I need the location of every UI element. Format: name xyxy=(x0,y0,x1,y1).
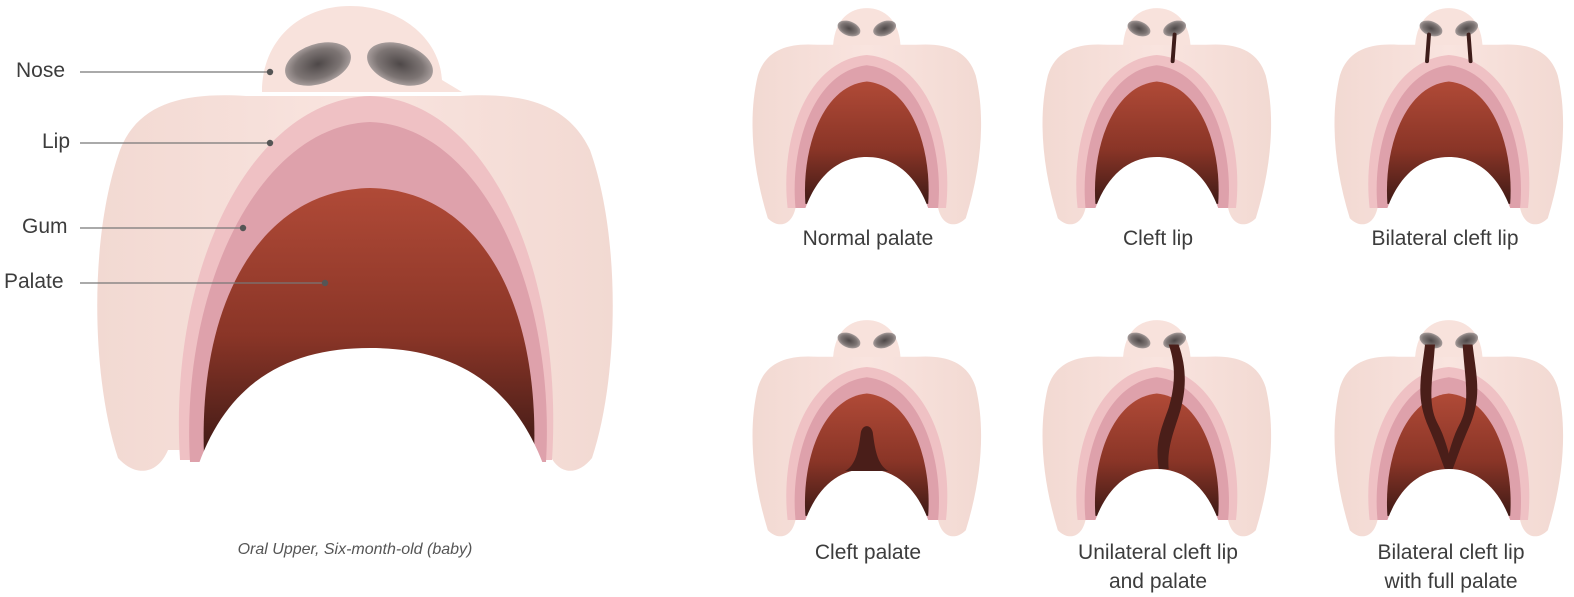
caption-bilateral-cleft-lip-full-palate: Bilateral cleft lip with full palate xyxy=(1377,541,1525,593)
caption-normal-palate: Normal palate xyxy=(802,227,934,250)
variant-cleft-lip xyxy=(1042,8,1272,225)
variant-bilateral-cleft-lip xyxy=(1334,8,1564,225)
label-palate: Palate xyxy=(4,270,64,293)
bilateral-cleft-left xyxy=(1420,344,1453,469)
caption-cleft-palate: Cleft palate xyxy=(814,541,922,564)
caption-cleft-lip: Cleft lip xyxy=(1122,227,1194,250)
label-lip: Lip xyxy=(42,130,71,153)
label-leaders xyxy=(80,68,329,287)
variant-bilateral-cleft-lip-full-palate xyxy=(1334,320,1564,537)
caption-unilateral-cleft-lip-palate: Unilateral cleft lip and palate xyxy=(1078,541,1238,593)
main-palate-illustration xyxy=(97,6,613,472)
label-gum: Gum xyxy=(22,215,68,238)
bilateral-cleft-right xyxy=(1444,344,1478,469)
left-nostril xyxy=(285,42,351,86)
cleft-lip-line xyxy=(1170,32,1177,64)
oral-opening xyxy=(196,348,546,472)
label-nose: Nose xyxy=(16,59,66,82)
palate-cleft xyxy=(845,426,889,472)
right-nostril xyxy=(367,42,433,86)
variant-unilateral-cleft-lip-palate xyxy=(1042,320,1272,537)
caption-bilateral-cleft-lip: Bilateral cleft lip xyxy=(1371,227,1519,250)
main-caption: Oral Upper, Six-month-old (baby) xyxy=(237,541,473,558)
variant-normal-palate xyxy=(752,8,982,225)
unilateral-cleft xyxy=(1157,344,1185,469)
variant-cleft-palate xyxy=(752,320,982,537)
